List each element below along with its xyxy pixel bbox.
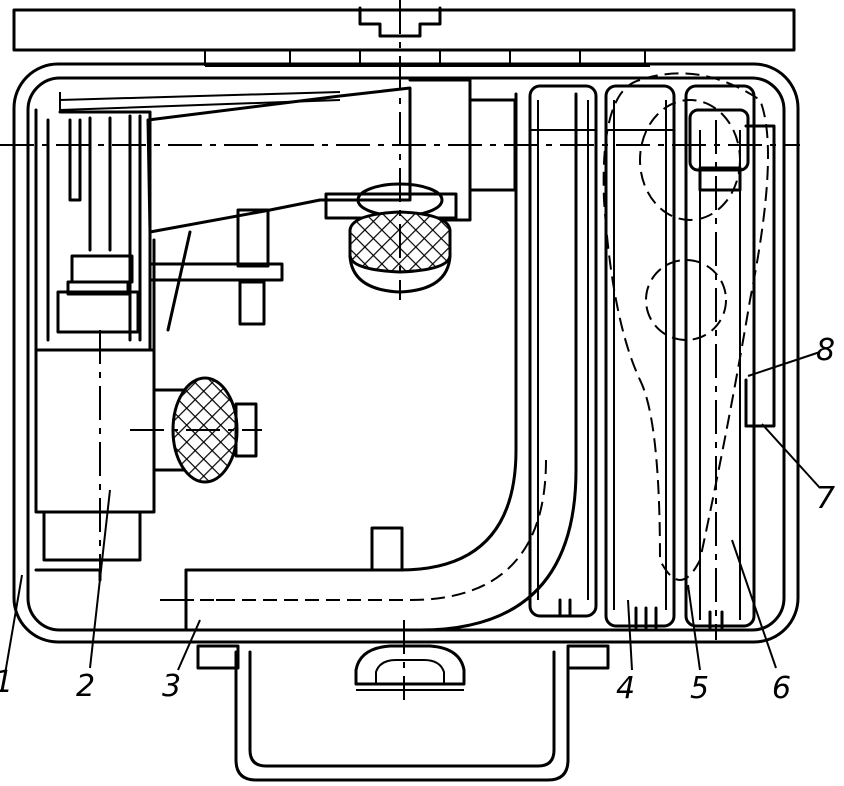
leader-lines <box>3 351 821 681</box>
callout-3: 3 <box>162 669 182 704</box>
callout-6: 6 <box>772 671 792 706</box>
callout-1: 1 <box>0 668 13 698</box>
centre-lines <box>0 0 800 700</box>
case-handle <box>196 644 610 782</box>
cylinder-5 <box>604 84 676 630</box>
callout-7: 7 <box>816 481 836 516</box>
stored-object-ring <box>639 99 741 221</box>
callout-4: 4 <box>616 671 636 706</box>
cylinder-4 <box>528 84 598 618</box>
case-lid <box>12 6 796 67</box>
curved-bar <box>184 92 578 632</box>
cylinder-6 <box>684 84 756 630</box>
side-clip <box>744 124 776 428</box>
callout-5: 5 <box>690 671 710 706</box>
stored-object-outline <box>602 72 769 581</box>
case-body <box>12 62 800 644</box>
callout-2: 2 <box>76 669 96 704</box>
stored-object-ring-2 <box>645 259 727 341</box>
callout-8: 8 <box>816 333 836 368</box>
